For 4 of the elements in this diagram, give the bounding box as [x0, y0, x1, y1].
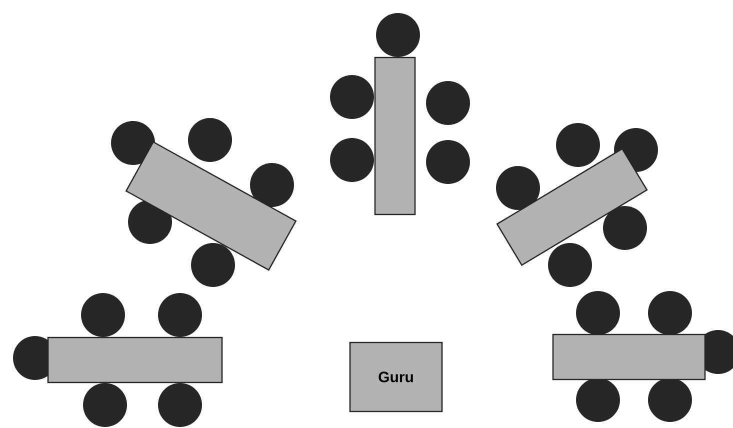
table: [47, 336, 223, 384]
teacher-desk: Guru: [349, 342, 443, 412]
table: [374, 56, 416, 216]
table: [552, 334, 706, 380]
